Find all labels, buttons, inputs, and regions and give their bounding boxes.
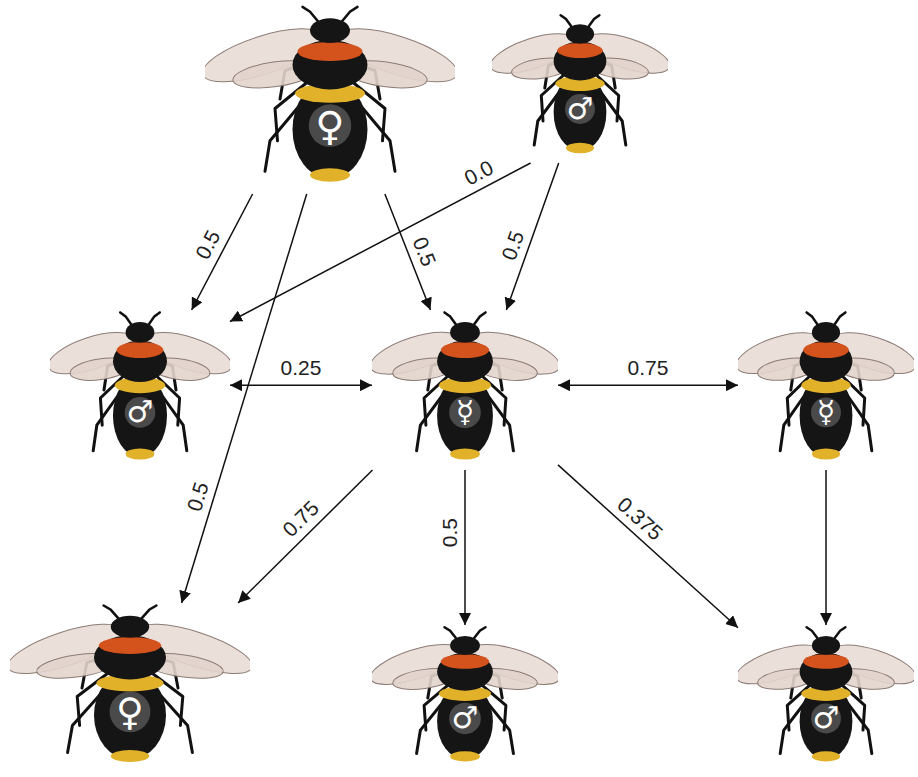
symbol-holder: ☿ xyxy=(372,393,558,432)
male-bee: ♂ xyxy=(738,625,914,771)
symbol-holder: ♀ xyxy=(205,100,455,152)
bee-head xyxy=(450,636,480,655)
sex-symbol: ♂ xyxy=(813,703,840,733)
bee-head xyxy=(310,18,350,43)
symbol-disk xyxy=(811,397,841,427)
relatedness-value: 0.5 xyxy=(438,515,461,548)
worker-bee: ☿ xyxy=(372,310,558,470)
bee-tail xyxy=(126,448,155,459)
symbol-disk xyxy=(449,703,481,735)
male-bee: ♂ xyxy=(492,13,668,163)
sex-symbol: ♂ xyxy=(452,703,479,733)
symbol-disk xyxy=(110,691,151,732)
sex-symbol: ☿ xyxy=(817,397,835,427)
bee-thorax xyxy=(113,340,167,382)
relatedness-arrow xyxy=(464,470,466,625)
relatedness-value: 0.375 xyxy=(612,491,669,546)
bee-abdomen xyxy=(800,683,853,759)
bee-drawing xyxy=(492,13,668,163)
bee-collar xyxy=(99,637,161,654)
symbol-holder: ☿ xyxy=(738,393,914,432)
symbol-holder: ♂ xyxy=(492,90,668,129)
bee-head xyxy=(566,24,594,44)
bee-thorax xyxy=(437,653,493,691)
sex-symbol: ♀ xyxy=(315,106,344,146)
bee-drawing xyxy=(205,4,455,194)
bee-head xyxy=(450,322,480,343)
bee-abdomen xyxy=(94,671,166,759)
bee-thorax xyxy=(554,42,607,81)
bee-thorax xyxy=(437,340,493,382)
relatedness-arrow xyxy=(182,194,307,603)
bee-drawing xyxy=(50,310,230,470)
bee-collar xyxy=(117,342,164,358)
symbol-disk xyxy=(309,104,352,147)
bee-thorax xyxy=(293,40,368,89)
bee-abdomen xyxy=(554,73,607,151)
bee-collar xyxy=(557,43,603,58)
bee-drawing xyxy=(372,310,558,470)
bee-head xyxy=(111,616,149,638)
bee-tail xyxy=(111,750,149,762)
bee-tail xyxy=(566,143,594,154)
symbol-disk xyxy=(565,94,595,124)
symbol-disk xyxy=(449,397,481,429)
bee-drawing xyxy=(738,625,914,771)
bee-collar xyxy=(441,654,489,669)
male-bee: ♂ xyxy=(50,310,230,470)
relatedness-value: 0.25 xyxy=(279,356,324,379)
bee-head xyxy=(126,322,155,343)
symbol-disk xyxy=(811,703,841,733)
bee-collar xyxy=(298,42,363,61)
relatedness-value: 0.0 xyxy=(458,155,498,191)
relatedness-value: 0.5 xyxy=(496,226,529,265)
bee-abdomen xyxy=(800,374,853,457)
bee-abdomen xyxy=(293,80,368,179)
male-bee: ♂ xyxy=(372,625,558,771)
bee-thorax xyxy=(800,653,853,691)
relatedness-arrow xyxy=(825,470,827,625)
relatedness-arrow xyxy=(558,465,738,628)
symbol-holder: ♂ xyxy=(50,393,230,432)
sex-symbol: ♂ xyxy=(567,94,594,124)
bee-thorax xyxy=(800,340,853,382)
relatedness-arrow xyxy=(230,384,372,386)
bee-head xyxy=(812,636,840,655)
bee-collar xyxy=(803,342,849,358)
sex-symbol: ☿ xyxy=(456,397,474,427)
sex-symbol: ♀ xyxy=(116,693,144,731)
relatedness-value: 0.5 xyxy=(408,232,442,271)
bee-abdomen xyxy=(437,683,493,759)
symbol-holder: ♂ xyxy=(738,699,914,738)
bee-tail xyxy=(310,168,350,181)
symbol-holder: ♀ xyxy=(10,687,250,736)
relatedness-value: 0.75 xyxy=(626,356,671,379)
symbol-holder: ♂ xyxy=(372,699,558,738)
symbol-disk xyxy=(125,397,156,428)
sex-symbol: ♂ xyxy=(127,397,154,427)
bee-drawing xyxy=(738,310,914,470)
bee-drawing xyxy=(10,603,250,773)
bee-thorax xyxy=(94,635,166,679)
relatedness-arrow xyxy=(558,384,738,386)
relatedness-value: 0.5 xyxy=(190,225,226,265)
bee-abdomen xyxy=(113,374,167,457)
bee-collar xyxy=(441,342,489,358)
relatedness-value: 0.5 xyxy=(182,477,214,516)
relatedness-value: 0.75 xyxy=(277,495,325,543)
bee-tail xyxy=(812,448,840,459)
bee-tail xyxy=(450,751,480,761)
bee-abdomen xyxy=(437,374,493,457)
relatedness-arrow xyxy=(238,470,372,603)
bee-head xyxy=(812,322,840,343)
bee-drawing xyxy=(372,625,558,771)
bee-collar xyxy=(803,654,849,669)
bee-tail xyxy=(450,448,480,459)
bee-tail xyxy=(812,751,840,761)
queen-bee: ♀ xyxy=(205,4,455,194)
worker-bee: ☿ xyxy=(738,310,914,470)
queen-bee: ♀ xyxy=(10,603,250,773)
